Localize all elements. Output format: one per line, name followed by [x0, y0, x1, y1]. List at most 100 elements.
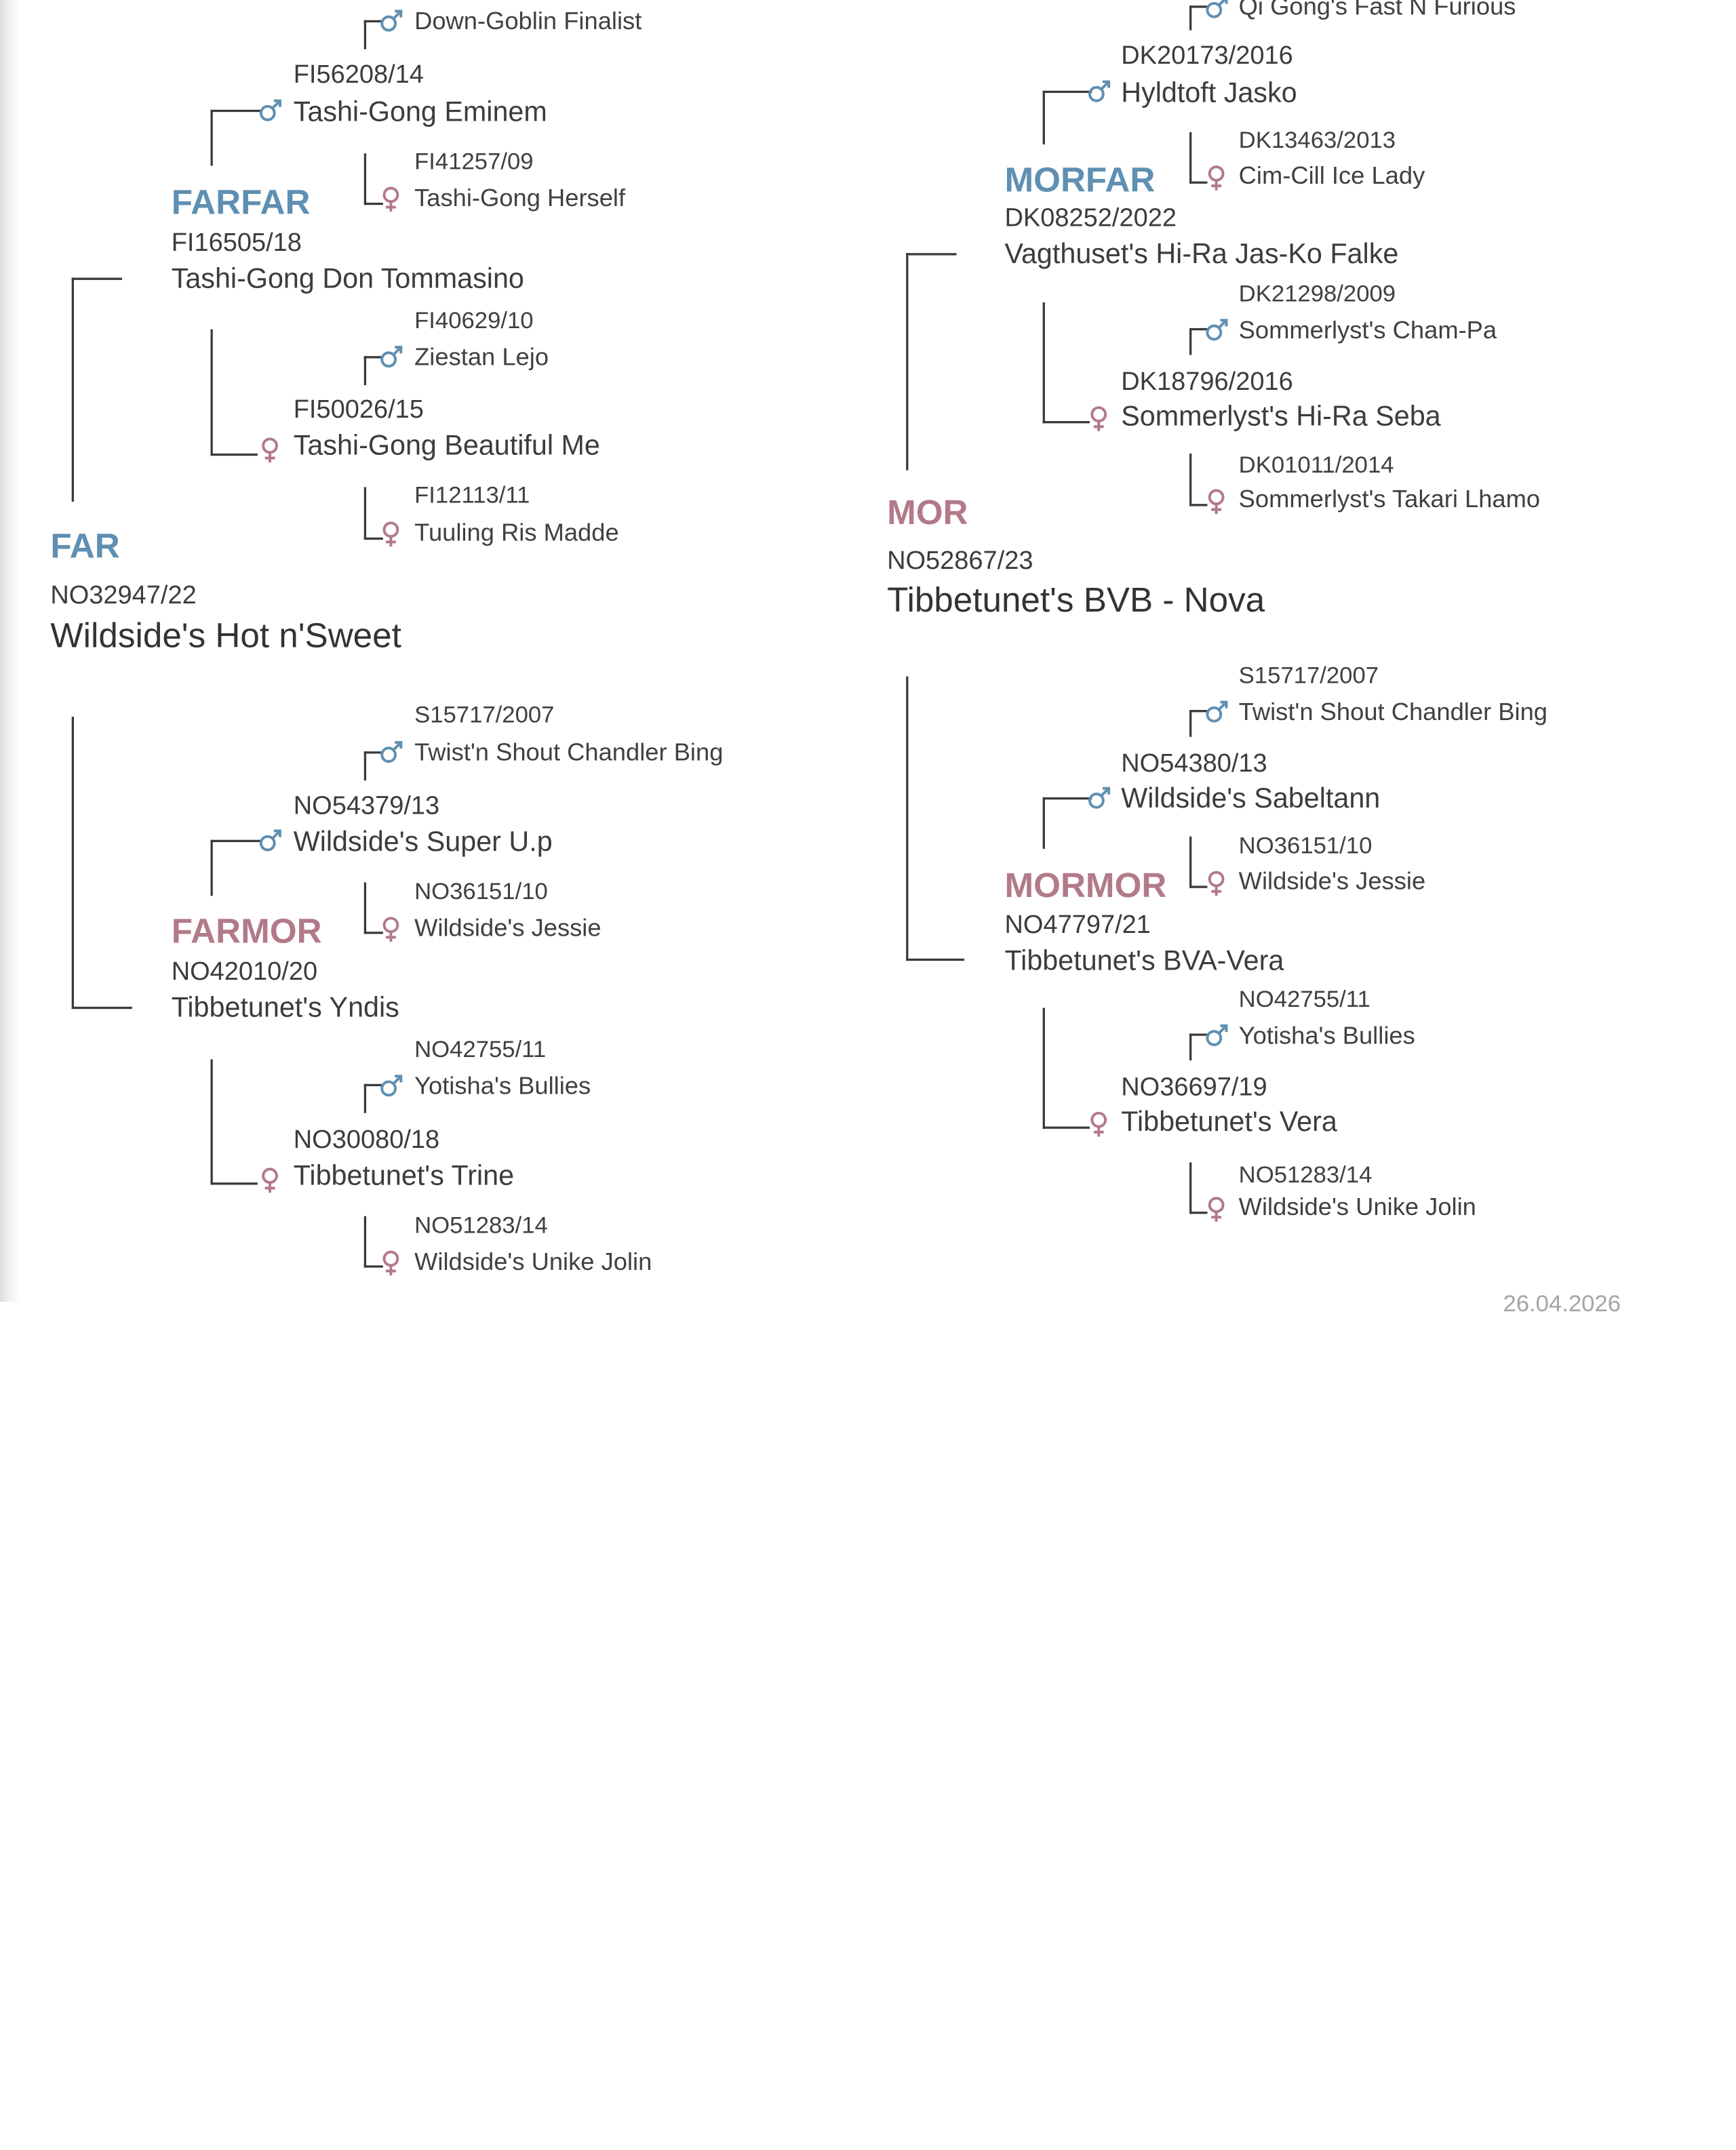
farmor-reg: NO42010/20 — [171, 956, 318, 986]
male-symbol-icon — [380, 342, 404, 370]
morfar-sire-reg: DK20173/2016 — [1121, 40, 1293, 70]
connector-line — [1189, 710, 1208, 737]
farfar-sire-sire-name[interactable]: Down-Goblin Finalist — [414, 6, 642, 35]
male-symbol-icon — [380, 1072, 404, 1099]
connector-line — [210, 839, 262, 896]
mormor-dam-sire-reg: NO42755/11 — [1238, 987, 1370, 1013]
morfar-dam-reg: DK18796/2016 — [1121, 366, 1293, 396]
male-symbol-icon — [380, 7, 404, 34]
mormor-dam-dam-reg: NO51283/14 — [1238, 1162, 1373, 1189]
mormor-sire-dam-name[interactable]: Wildside's Jessie — [1238, 867, 1426, 895]
connector-line — [210, 1059, 258, 1185]
morfar-reg: DK08252/2022 — [1004, 202, 1177, 232]
male-symbol-icon — [1205, 0, 1229, 20]
far-name[interactable]: Wildside's Hot n'Sweet — [50, 616, 401, 656]
male-symbol-icon — [1205, 1021, 1229, 1048]
female-symbol-icon — [1205, 165, 1229, 192]
male-symbol-icon — [1205, 316, 1229, 343]
connector-line — [210, 109, 262, 166]
female-symbol-icon — [1205, 488, 1229, 515]
farfar-sire-dam-reg: FI41257/09 — [414, 148, 534, 175]
farmor-sire-dam-reg: NO36151/10 — [414, 879, 548, 905]
morfar-dam-name[interactable]: Sommerlyst's Hi-Ra Seba — [1121, 401, 1441, 433]
morfar-sire-dam-reg: DK13463/2013 — [1238, 127, 1396, 154]
label-mormor: MORMOR — [1004, 865, 1167, 905]
farmor-sire-dam-name[interactable]: Wildside's Jessie — [414, 913, 601, 942]
female-symbol-icon — [1088, 405, 1112, 433]
farmor-sire-reg: NO54379/13 — [293, 791, 440, 820]
farfar-dam-dam-reg: FI12113/11 — [414, 482, 530, 509]
connector-line — [1189, 1033, 1208, 1061]
farfar-sire-dam-name[interactable]: Tashi-Gong Herself — [414, 183, 626, 212]
male-symbol-icon — [1088, 784, 1112, 811]
farmor-dam-name[interactable]: Tibbetunet's Trine — [293, 1160, 515, 1192]
farmor-sire-sire-reg: S15717/2007 — [414, 702, 555, 728]
label-farfar: FARFAR — [171, 182, 311, 222]
farfar-sire-name[interactable]: Tashi-Gong Eminem — [293, 96, 547, 128]
connector-line — [1042, 797, 1092, 849]
mormor-name[interactable]: Tibbetunet's BVA-Vera — [1004, 944, 1284, 977]
mormor-sire-dam-reg: NO36151/10 — [1238, 833, 1373, 859]
label-far: FAR — [50, 526, 120, 566]
female-symbol-icon — [1088, 1111, 1112, 1138]
morfar-dam-dam-name[interactable]: Sommerlyst's Takari Lhamo — [1238, 485, 1541, 513]
connector-line — [1042, 90, 1092, 145]
farfar-name[interactable]: Tashi-Gong Don Tommasino — [171, 263, 524, 295]
mormor-sire-reg: NO54380/13 — [1121, 748, 1267, 778]
farmor-dam-dam-name[interactable]: Wildside's Unike Jolin — [414, 1247, 652, 1276]
connector-line — [1042, 302, 1090, 424]
farmor-dam-sire-reg: NO42755/11 — [414, 1037, 547, 1063]
connector-line — [363, 356, 382, 386]
farmor-dam-sire-name[interactable]: Yotisha's Bullies — [414, 1071, 591, 1100]
mormor-dam-name[interactable]: Tibbetunet's Vera — [1121, 1106, 1337, 1138]
label-farmor: FARMOR — [171, 911, 322, 951]
male-symbol-icon — [1205, 698, 1229, 725]
morfar-name[interactable]: Vagthuset's Hi-Ra Jas-Ko Falke — [1004, 238, 1399, 271]
male-symbol-icon — [259, 827, 283, 854]
female-symbol-icon — [259, 437, 283, 464]
mor-reg: NO52867/23 — [887, 545, 1033, 575]
connector-line — [1042, 1008, 1090, 1129]
morfar-sire-name[interactable]: Hyldtoft Jasko — [1121, 77, 1297, 109]
farfar-dam-sire-name[interactable]: Ziestan Lejo — [414, 342, 549, 371]
connector-line — [363, 20, 382, 49]
connector-line — [906, 676, 965, 961]
connector-line — [1189, 836, 1208, 888]
mormor-sire-sire-name[interactable]: Twist'n Shout Chandler Bing — [1238, 697, 1547, 726]
mormor-dam-reg: NO36697/19 — [1121, 1071, 1267, 1101]
farfar-dam-name[interactable]: Tashi-Gong Beautiful Me — [293, 430, 600, 462]
female-symbol-icon — [380, 186, 404, 213]
farmor-name[interactable]: Tibbetunet's Yndis — [171, 992, 399, 1024]
connector-line — [210, 329, 258, 456]
label-mor: MOR — [887, 492, 968, 532]
mor-name[interactable]: Tibbetunet's BVB - Nova — [887, 580, 1265, 620]
mormor-sire-name[interactable]: Wildside's Sabeltann — [1121, 782, 1381, 814]
mormor-dam-sire-name[interactable]: Yotisha's Bullies — [1238, 1021, 1415, 1050]
farmor-sire-sire-name[interactable]: Twist'n Shout Chandler Bing — [414, 738, 724, 766]
female-symbol-icon — [380, 916, 404, 943]
connector-line — [363, 751, 382, 781]
connector-line — [1189, 1162, 1208, 1214]
print-date: 26.04.2026 — [1503, 1291, 1621, 1317]
morfar-sire-sire-name[interactable]: Qi Gong's Fast N Furious — [1238, 0, 1516, 20]
connector-line — [1189, 5, 1208, 31]
farfar-reg: FI16505/18 — [171, 227, 302, 257]
connector-line — [363, 1083, 382, 1113]
morfar-dam-sire-name[interactable]: Sommerlyst's Cham-Pa — [1238, 315, 1497, 344]
connector-line — [1189, 327, 1208, 355]
farfar-sire-reg: FI56208/14 — [293, 59, 424, 89]
mormor-sire-sire-reg: S15717/2007 — [1238, 662, 1379, 689]
morfar-sire-dam-name[interactable]: Cim-Cill Ice Lady — [1238, 161, 1425, 190]
connector-line — [1189, 453, 1208, 506]
female-symbol-icon — [380, 1250, 404, 1277]
connector-line — [363, 882, 383, 934]
farfar-dam-dam-name[interactable]: Tuuling Ris Madde — [414, 518, 619, 546]
morfar-dam-dam-reg: DK01011/2014 — [1238, 452, 1394, 479]
connector-line — [71, 277, 123, 502]
male-symbol-icon — [259, 96, 283, 123]
mormor-dam-dam-name[interactable]: Wildside's Unike Jolin — [1238, 1192, 1476, 1221]
farmor-sire-name[interactable]: Wildside's Super U.p — [293, 826, 553, 858]
female-symbol-icon — [1205, 870, 1229, 897]
female-symbol-icon — [380, 521, 404, 548]
